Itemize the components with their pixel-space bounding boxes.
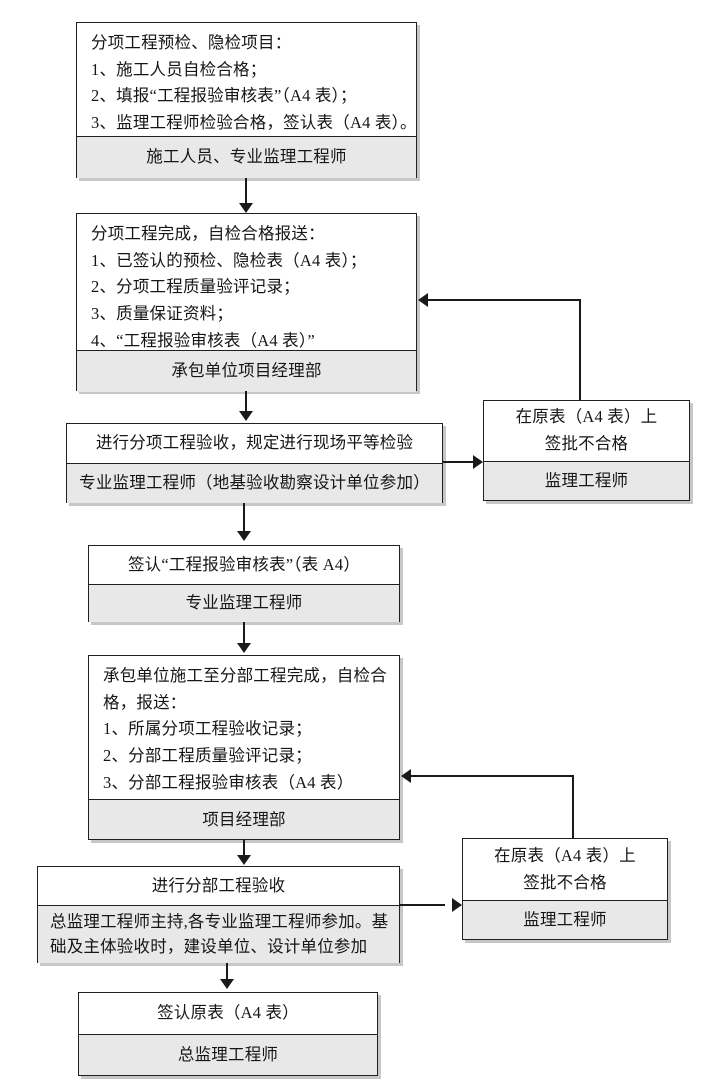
connector-r2-feedback-arrowhead bbox=[401, 769, 411, 783]
node-footer-line: 监理工程师 bbox=[523, 910, 607, 930]
connector-n6-to-r2-arrowhead bbox=[452, 898, 462, 912]
connector-n5-to-n6-arrowhead bbox=[237, 855, 251, 865]
node-body: 进行分部工程验收 bbox=[38, 867, 399, 905]
node-footer: 总监理工程师主持,各专业监理工程师参加。基 础及主体验收时，建设单位、设计单位参… bbox=[38, 905, 399, 963]
node-body-line: 签批不合格 bbox=[523, 872, 607, 892]
node-subitem-complete-submit[interactable]: 分项工程完成，自检合格报送： 1、已签认的预检、隐检表（A4 表）； 2、分项工… bbox=[76, 213, 417, 392]
node-body-line: 在原表（A4 表）上 bbox=[515, 407, 658, 427]
node-subitem-precheck[interactable]: 分项工程预检、隐检项目： 1、施工人员自检合格； 2、填报“工程报验审核表”（A… bbox=[76, 22, 417, 178]
connector-n4-to-n5-arrowhead bbox=[237, 643, 251, 653]
node-footer-line: 监理工程师 bbox=[544, 471, 629, 491]
node-body-line: 2、分部工程质量验评记录； bbox=[103, 746, 312, 766]
node-body-line: 2、填报“工程报验审核表”（A4 表）； bbox=[91, 86, 357, 106]
node-sign-report-form[interactable]: 签认“工程报验审核表”（表 A4） 专业监理工程师 bbox=[88, 545, 400, 622]
node-footer-line: 项目经理部 bbox=[202, 809, 286, 829]
node-body-line: 分项工程完成，自检合格报送： bbox=[91, 224, 325, 243]
connector-n6-to-n7-line bbox=[226, 963, 228, 981]
node-body: 分项工程完成，自检合格报送： 1、已签认的预检、隐检表（A4 表）； 2、分项工… bbox=[77, 214, 416, 350]
connector-r2-feedback-vertical bbox=[572, 775, 574, 839]
node-body-line: 1、施工人员自检合格； bbox=[91, 59, 267, 79]
node-footer: 专业监理工程师（地基验收勘察设计单位参加） bbox=[67, 462, 442, 503]
node-body-line: 2、分项工程质量验评记录； bbox=[91, 277, 300, 297]
node-body-line: 在原表（A4 表）上 bbox=[494, 845, 636, 865]
node-body-line: 4、“工程报验审核表（A4 表）” bbox=[91, 330, 315, 350]
connector-r2-feedback-horizontal bbox=[411, 775, 574, 777]
node-body-line: 分项工程预检、隐检项目： bbox=[91, 33, 292, 52]
node-body-line: 进行分项工程验收，规定进行现场平等检验 bbox=[95, 432, 414, 452]
node-body-line: 承包单位施工至分部工程完成，自检合 bbox=[103, 666, 387, 685]
node-footer: 监理工程师 bbox=[484, 461, 689, 500]
connector-n1-to-n2-line bbox=[245, 178, 247, 206]
node-body: 进行分项工程验收，规定进行现场平等检验 bbox=[67, 424, 442, 463]
node-footer-line: 承包单位项目经理部 bbox=[171, 361, 322, 381]
node-body-line: 3、质量保证资料； bbox=[91, 304, 234, 324]
node-division-acceptance[interactable]: 进行分部工程验收 总监理工程师主持,各专业监理工程师参加。基 础及主体验收时，建… bbox=[37, 866, 400, 963]
node-footer: 项目经理部 bbox=[89, 799, 399, 839]
node-division-complete-submit[interactable]: 承包单位施工至分部工程完成，自检合 格，报送： 1、所属分项工程验收记录； 2、… bbox=[88, 655, 400, 840]
node-body: 签认原表（A4 表） bbox=[79, 993, 377, 1034]
node-footer-line: 总监理工程师主持,各专业监理工程师参加。基 bbox=[50, 911, 389, 931]
connector-n3-to-r1-line bbox=[443, 461, 475, 463]
node-footer: 总监理工程师 bbox=[79, 1034, 377, 1075]
node-reject-stamp-division[interactable]: 在原表（A4 表）上 签批不合格 监理工程师 bbox=[462, 838, 668, 940]
connector-n2-to-n3-arrowhead bbox=[239, 411, 253, 421]
node-body: 承包单位施工至分部工程完成，自检合 格，报送： 1、所属分项工程验收记录； 2、… bbox=[89, 656, 399, 799]
node-body-line: 签认原表（A4 表） bbox=[157, 1003, 299, 1023]
node-footer-line: 施工人员、专业监理工程师 bbox=[146, 147, 347, 167]
node-footer: 专业监理工程师 bbox=[89, 584, 399, 622]
node-footer: 监理工程师 bbox=[463, 900, 667, 939]
node-body-line: 格，报送： bbox=[103, 692, 187, 712]
connector-n3-to-r1-arrowhead bbox=[473, 455, 483, 469]
connector-n3-to-n4-line bbox=[243, 503, 245, 533]
node-footer-line: 础及主体验收时，建设单位、设计单位参加 bbox=[50, 937, 368, 957]
node-footer: 施工人员、专业监理工程师 bbox=[77, 136, 416, 178]
node-body-line: 3、分部工程报验审核表（A4 表） bbox=[103, 772, 354, 792]
node-body-line: 签批不合格 bbox=[544, 434, 629, 453]
connector-r1-feedback-arrowhead bbox=[418, 293, 428, 307]
node-body: 分项工程预检、隐检项目： 1、施工人员自检合格； 2、填报“工程报验审核表”（A… bbox=[77, 23, 417, 136]
node-body: 在原表（A4 表）上 签批不合格 bbox=[484, 401, 689, 461]
connector-r1-feedback-horizontal bbox=[428, 299, 581, 301]
node-body-line: 签认“工程报验审核表”（表 A4） bbox=[127, 554, 361, 574]
connector-n6-to-r2-line bbox=[400, 904, 445, 906]
connector-n1-to-n2-arrowhead bbox=[239, 203, 253, 213]
node-footer: 承包单位项目经理部 bbox=[77, 350, 416, 392]
node-sign-original-form[interactable]: 签认原表（A4 表） 总监理工程师 bbox=[78, 992, 378, 1076]
connector-n4-to-n5-line bbox=[243, 622, 245, 645]
node-body-line: 1、已签认的预检、隐检表（A4 表）； bbox=[91, 250, 367, 270]
connector-n3-to-n4-arrowhead bbox=[237, 531, 251, 541]
connector-r1-feedback-vertical bbox=[579, 299, 581, 400]
node-footer-line: 专业监理工程师 bbox=[185, 593, 303, 613]
connector-n6-to-n7-arrowhead bbox=[220, 979, 234, 989]
node-footer-line: 专业监理工程师（地基验收勘察设计单位参加） bbox=[79, 473, 430, 493]
node-body: 签认“工程报验审核表”（表 A4） bbox=[89, 546, 399, 584]
node-subitem-acceptance[interactable]: 进行分项工程验收，规定进行现场平等检验 专业监理工程师（地基验收勘察设计单位参加… bbox=[66, 423, 443, 503]
node-footer-line: 总监理工程师 bbox=[177, 1045, 279, 1065]
connector-n5-to-n6-line bbox=[243, 840, 245, 858]
node-body-line: 3、监理工程师检验合格，签认表（A4 表）。 bbox=[91, 113, 417, 133]
node-body-line: 1、所属分项工程验收记录； bbox=[103, 719, 312, 739]
node-body-line: 进行分部工程验收 bbox=[151, 875, 286, 895]
node-body: 在原表（A4 表）上 签批不合格 bbox=[463, 839, 667, 900]
node-reject-stamp-subitem[interactable]: 在原表（A4 表）上 签批不合格 监理工程师 bbox=[483, 400, 690, 501]
connector-n2-to-n3-line bbox=[245, 391, 247, 413]
